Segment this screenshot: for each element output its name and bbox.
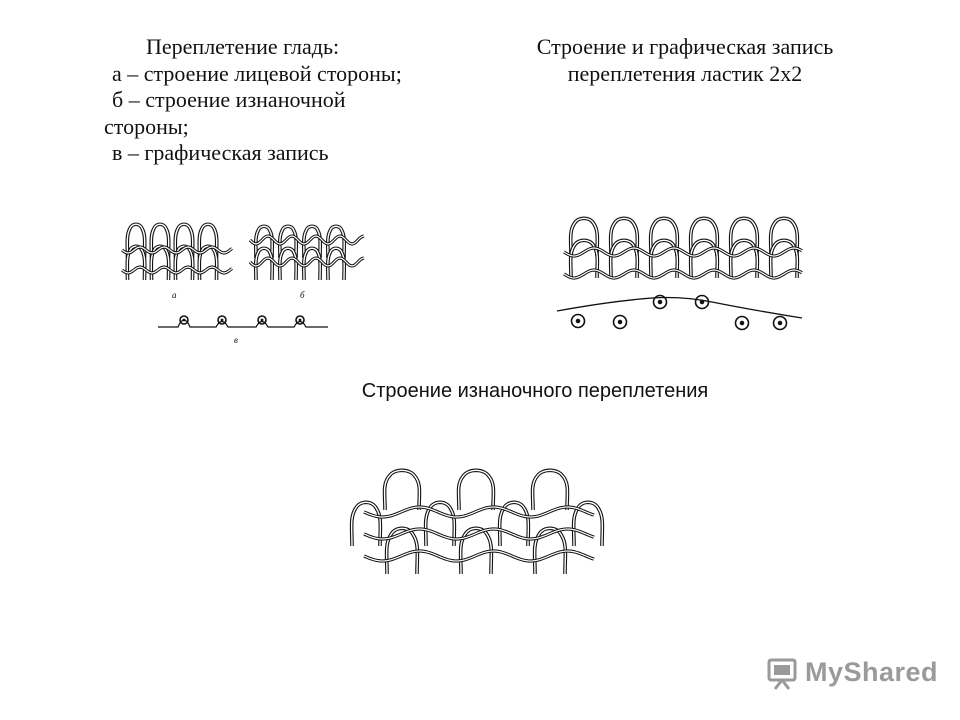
rib-loop-r1-c2-inner: [649, 239, 679, 279]
plain-face-loop-r1-c0-inner: [126, 245, 146, 281]
caption-line-b: б – строение изнаночной: [112, 87, 346, 112]
plain-notation-stitch-2-dot: [260, 318, 264, 322]
rib-loop-r0-c2-inner: [649, 217, 679, 257]
caption-line-a: а – строение лицевой стороны;: [112, 60, 402, 86]
rib-loop-r0-c5-inner: [769, 217, 799, 257]
rib-caption-line-1: Строение и графическая запись: [536, 34, 834, 59]
rib-loop-r1-c5-inner: [769, 239, 799, 279]
rib-loop-structure: [563, 216, 803, 280]
rib-notation-stitch-3: [694, 294, 710, 310]
plain-face-row-thread-2-inner: [121, 266, 233, 274]
rib-loop-r0-c1-inner: [609, 217, 639, 257]
rib-caption-line-2: переплетения ластик 2х2: [567, 60, 803, 86]
plain-notation-stitch-0-dot: [182, 318, 186, 322]
purl-knit-title: Строение изнаночного переплетения: [361, 380, 709, 402]
myshared-watermark: MyShared: [765, 654, 939, 694]
rib-notation-stitch-0-dot: [575, 318, 581, 324]
plain-back-arc-thread-2-inner: [249, 257, 365, 267]
rib-notation-stitch-1: [612, 314, 628, 330]
plain-notation-stitch-0: [179, 315, 189, 325]
plain-knit-caption: Переплетение гладь: а – строение лицевой…: [104, 34, 504, 167]
watermark-text: MyShared: [805, 657, 939, 687]
plain-back-loop-r0-c2-inner: [303, 225, 321, 259]
rib-notation-stitch-4-dot: [739, 320, 745, 326]
purl-mid-loop-3-inner: [572, 501, 604, 547]
plain-notation-stitch-2: [257, 315, 267, 325]
rib-loop-r1-c1-inner: [609, 239, 639, 279]
plain-face-loop-r0-c0-inner: [126, 223, 146, 259]
plain-graphic-notation: [158, 315, 328, 328]
rib-notation-stitch-1-dot: [617, 319, 623, 325]
plain-back-loop-r0-c3-inner: [327, 225, 345, 259]
purl-top-loop-0-inner: [383, 469, 421, 511]
caption-line-c: в – графическая запись: [112, 140, 329, 165]
plain-face-loop-r1-c1-inner: [150, 245, 170, 281]
plain-back-side-loops: [248, 224, 365, 281]
plain-face-loop-r1-c2-inner: [174, 245, 194, 281]
plain-back-loop-r1-c3-inner: [327, 247, 345, 281]
rib-graphic-notation: [556, 294, 803, 331]
plain-face-loop-r0-c2-inner: [174, 223, 194, 259]
rib-knit-diagram: [556, 216, 803, 331]
plain-notation-stitch-1-dot: [220, 318, 224, 322]
plain-knit-diagram: а б в: [121, 222, 365, 345]
rib-loop-r0-c4-inner: [729, 217, 759, 257]
label-a: а: [172, 290, 177, 300]
plain-notation-stitch-3: [295, 315, 305, 325]
purl-mid-loop-1-inner: [424, 501, 456, 547]
plain-face-loop-r0-c3-inner: [198, 223, 218, 259]
rib-row-thread-1-inner: [563, 247, 803, 257]
plain-back-loop-r1-c1-inner: [279, 247, 297, 281]
plain-notation-stitch-1: [217, 315, 227, 325]
plain-face-loop-r1-c3-inner: [198, 245, 218, 281]
caption-line-b-cont: стороны;: [104, 113, 189, 139]
purl-arc-thread-3-inner: [363, 550, 595, 562]
rib-loop-r0-c0-inner: [569, 217, 599, 257]
rib-notation-stitch-2: [652, 294, 668, 310]
purl-loop-structure: [349, 468, 605, 575]
rib-loop-r0-c3-inner: [689, 217, 719, 257]
label-c: в: [234, 335, 238, 345]
rib-notation-stitch-0: [570, 313, 586, 329]
plain-back-loop-r0-c1-inner: [279, 225, 297, 259]
plain-face-loop-r0-c1-inner: [150, 223, 170, 259]
label-b: б: [300, 290, 305, 300]
rib-notation-stitch-5: [772, 315, 788, 331]
rib-notation-stitch-4: [734, 315, 750, 331]
purl-arc-thread-1-inner: [363, 506, 595, 518]
rib-notation-thread: [556, 296, 803, 319]
rib-row-thread-2-inner: [563, 269, 803, 279]
purl-mid-loop-0-inner: [350, 501, 382, 547]
plain-notation-stitch-3-dot: [298, 318, 302, 322]
rib-knit-caption: Строение и графическая запись переплетен…: [480, 34, 890, 87]
purl-arc-thread-2-inner: [363, 528, 595, 540]
purl-top-loop-1-inner: [457, 469, 495, 511]
plain-back-loop-r1-c0-inner: [255, 247, 273, 281]
rib-loop-r1-c4-inner: [729, 239, 759, 279]
rib-loop-r1-c3-inner: [689, 239, 719, 279]
purl-mid-loop-2-inner: [498, 501, 530, 547]
plain-back-loop-r1-c2-inner: [303, 247, 321, 281]
plain-face-row-thread-1-inner: [121, 246, 233, 254]
caption-line-title: Переплетение гладь:: [146, 34, 340, 59]
rib-loop-r1-c0-inner: [569, 239, 599, 279]
plain-face-side-loops: [121, 222, 233, 281]
purl-knit-diagram: [349, 468, 605, 575]
plain-back-arc-thread-1-inner: [249, 235, 365, 245]
plain-notation-thread: [158, 319, 328, 328]
plain-back-loop-r0-c0-inner: [255, 225, 273, 259]
rib-notation-stitch-2-dot: [657, 299, 663, 305]
presentation-board-icon: [767, 658, 797, 690]
purl-top-loop-2-inner: [531, 469, 569, 511]
rib-notation-stitch-5-dot: [777, 320, 783, 326]
rib-notation-stitch-3-dot: [699, 299, 705, 305]
